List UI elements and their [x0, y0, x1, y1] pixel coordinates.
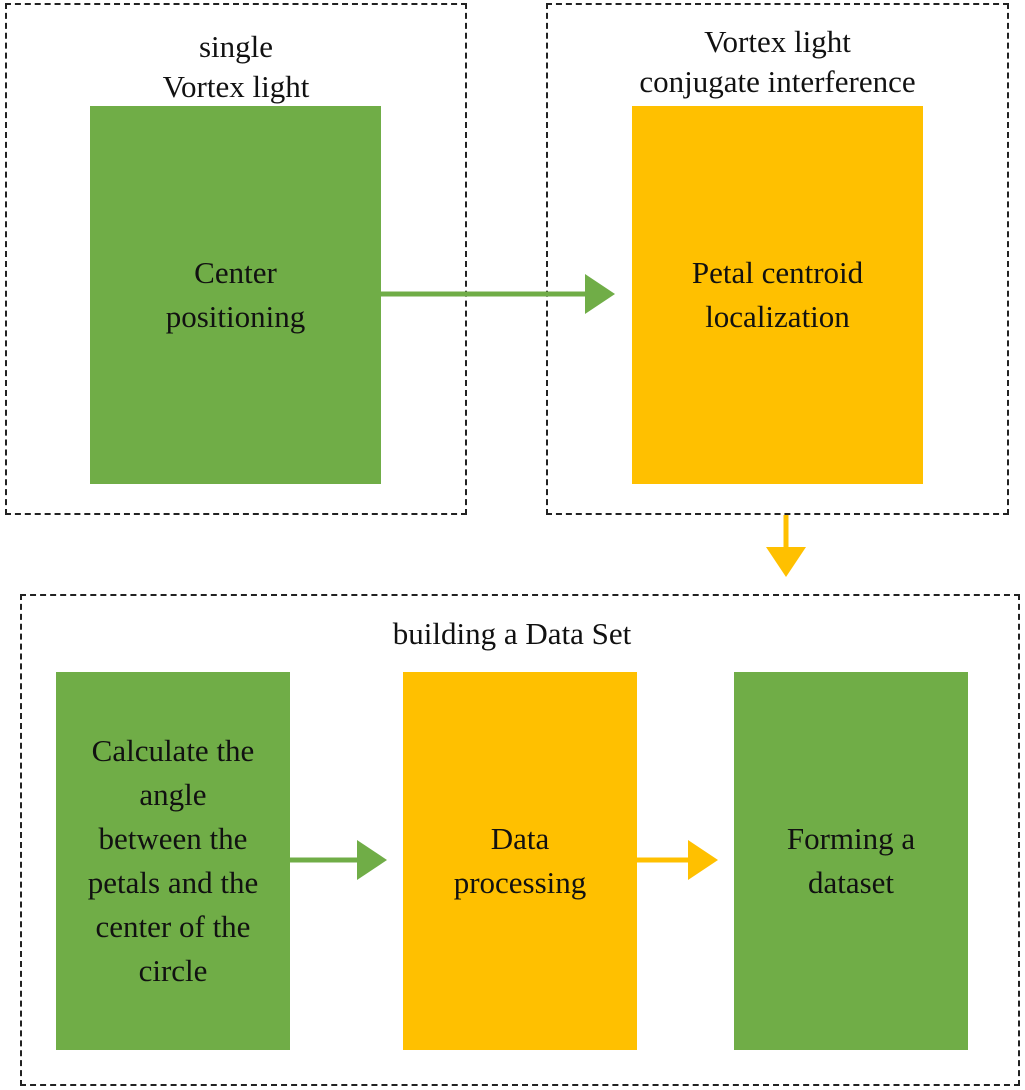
node-data-processing: Data processing — [403, 672, 637, 1050]
node-center-positioning-line-2: positioning — [165, 299, 306, 334]
node-calculate-line-2: angle — [139, 777, 207, 812]
node-center-positioning-line-1: Center — [194, 255, 277, 290]
node-forming-line-2: dataset — [807, 865, 895, 900]
node-forming-line-1: Forming a — [786, 821, 916, 856]
node-processing-line-1: Data — [490, 821, 550, 856]
node-petal-line-1: Petal centroid — [691, 255, 864, 290]
node-forming-dataset: Forming a dataset — [734, 672, 968, 1050]
node-center-positioning: Center positioning — [90, 106, 381, 484]
node-processing-line-2: processing — [453, 865, 587, 900]
node-calculate-line-1: Calculate the — [91, 733, 255, 768]
group-label-conjugate-interference: Vortex light conjugate interference — [639, 24, 916, 99]
group-building-data-set: building a Data Set — [20, 594, 1020, 1086]
group-label-building-data-set: building a Data Set — [392, 616, 632, 651]
node-calculate-line-3: between the — [98, 821, 248, 856]
node-calculate-line-6: circle — [138, 953, 208, 988]
node-calculate-line-5: center of the — [95, 909, 251, 944]
node-petal-centroid-localization: Petal centroid localization — [632, 106, 923, 484]
node-petal-line-2: localization — [705, 299, 850, 334]
node-calculate-line-4: petals and the — [87, 865, 259, 900]
group-conjugate-interference: Vortex light conjugate interference — [546, 3, 1009, 515]
node-calculate-angle: Calculate the angle between the petals a… — [56, 672, 290, 1050]
group-single-vortex-light: single Vortex light — [5, 3, 467, 515]
group-label-single-vortex-light: single Vortex light — [162, 29, 310, 104]
